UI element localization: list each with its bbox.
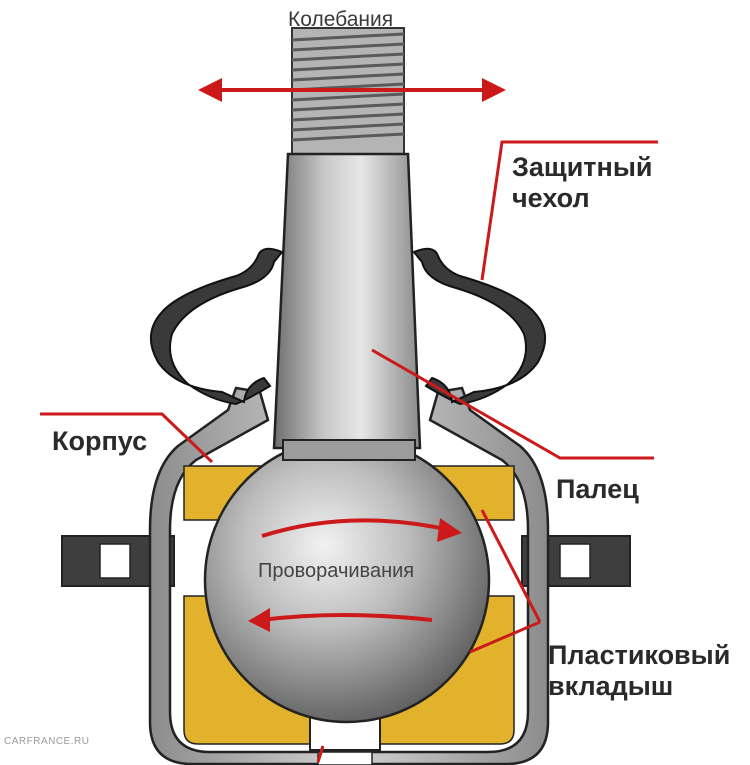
plastic-liner-label: Пластиковый вкладыш bbox=[548, 640, 730, 702]
leader-liner-lower bbox=[469, 620, 541, 654]
rotation-label: Проворачивания bbox=[258, 560, 415, 582]
oscillation-arrow bbox=[198, 78, 506, 102]
leader-housing bbox=[40, 412, 214, 464]
housing-label: Корпус bbox=[52, 426, 148, 456]
stud-shaft bbox=[272, 152, 422, 461]
protective-boot bbox=[150, 247, 546, 406]
leader-lines bbox=[40, 140, 658, 654]
housing bbox=[61, 386, 631, 765]
plastic-liner-label-line1: Пластиковый bbox=[548, 640, 731, 670]
rotation-arrows bbox=[248, 518, 462, 632]
leader-liner-upper bbox=[480, 509, 542, 623]
protective-boot-label-line2: чехол bbox=[512, 183, 590, 214]
plastic-liner-label-line2: вкладыш bbox=[548, 671, 674, 702]
oscillation-label: Колебания bbox=[288, 8, 394, 31]
pin-label: Палец bbox=[556, 474, 639, 504]
leader-boot bbox=[480, 140, 658, 281]
leader-pin bbox=[371, 348, 654, 460]
protective-boot-label: Защитный чехол bbox=[512, 152, 653, 214]
watermark: CARFRANCE.RU bbox=[4, 736, 90, 747]
protective-boot-label-line1: Защитный bbox=[512, 152, 653, 182]
